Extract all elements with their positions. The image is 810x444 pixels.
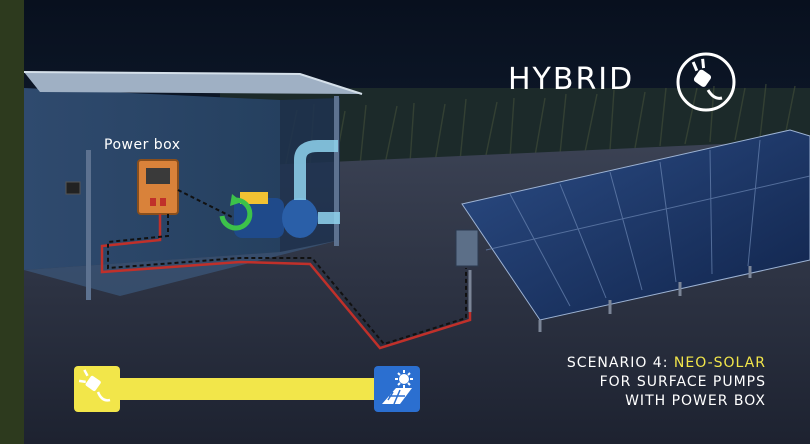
scenario-prefix: SCENARIO 4: <box>566 355 674 371</box>
solar-panel-array <box>461 129 810 332</box>
solar-panel-icon <box>374 366 420 412</box>
pump-pipe <box>294 140 338 200</box>
power-box-label: Power box <box>104 137 181 153</box>
shed-post <box>86 150 91 300</box>
scenario-line-3: WITH POWER BOX <box>625 393 766 409</box>
cable-black <box>107 214 467 346</box>
junction-box <box>455 229 479 267</box>
rotation-arrow <box>219 197 253 231</box>
scenario-line-2: FOR SURFACE PUMPS <box>599 374 766 390</box>
shed-post <box>334 96 339 246</box>
shed-floor <box>24 240 340 296</box>
scenario-highlight: NEO-SOLAR <box>673 355 766 371</box>
scenario-line-1: SCENARIO 4: NEO-SOLAR <box>567 354 766 373</box>
hybrid-plug-icon-graphic <box>676 52 736 112</box>
plug-icon <box>74 366 120 412</box>
shed-roof <box>24 72 362 94</box>
plug-icon <box>676 52 736 112</box>
energy-source-bar <box>74 366 420 412</box>
hybrid-title: HYBRID <box>508 62 635 97</box>
wall-socket <box>65 181 81 195</box>
scenario-caption: SCENARIO 4: NEO-SOLAR FOR SURFACE PUMPS … <box>567 354 766 411</box>
left-edge-field <box>0 0 24 444</box>
grid-power-fill <box>120 378 374 400</box>
cable-red <box>100 214 472 350</box>
